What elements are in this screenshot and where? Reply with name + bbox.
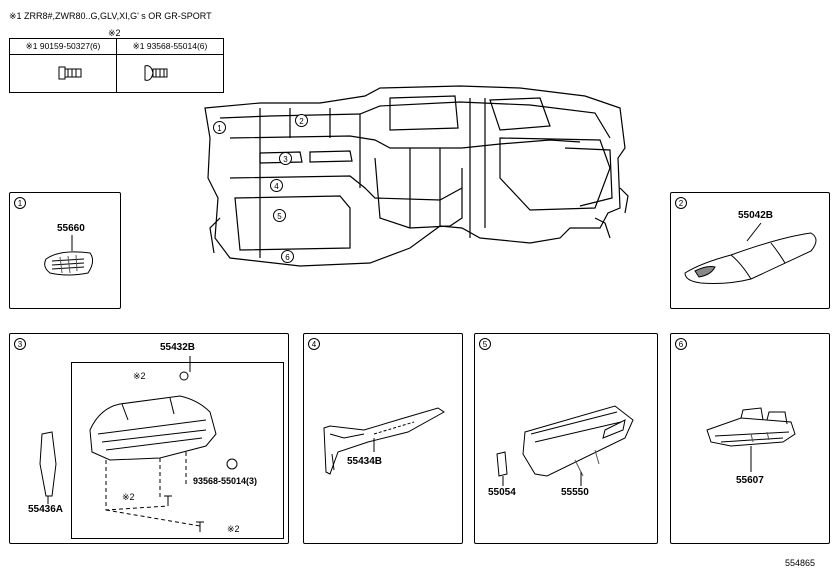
callout-4: 4: [270, 179, 283, 192]
mark-2-top: ※2: [133, 371, 146, 381]
panel-4: 4 55434B: [303, 333, 463, 544]
lower-panel-drawing: [39, 356, 238, 532]
legend-mark: ※2: [108, 28, 121, 38]
panel-6-badge: 6: [675, 338, 687, 350]
callout-6: 6: [281, 250, 294, 263]
part-number-55434B: 55434B: [347, 456, 383, 467]
bracket-drawing: [706, 407, 796, 472]
panel-1-badge: 1: [14, 197, 26, 209]
callout-1: 1: [213, 121, 226, 134]
legend-bolt-label: ※1 90159-50327(6): [10, 39, 116, 55]
panel-4-badge: 4: [308, 338, 320, 350]
panel-2: 2 55042B: [670, 192, 830, 309]
cover-drawing: [684, 222, 817, 284]
instrument-panel-assembly-drawing: [204, 85, 629, 267]
part-number-55550: 55550: [561, 487, 589, 498]
legend-screw-label: ※1 93568-55014(6): [117, 39, 223, 55]
part-number-55660: 55660: [57, 223, 85, 234]
fastener-legend: ※1 90159-50327(6) ※1 93568-55014(6): [9, 38, 224, 93]
panel-6: 6 55607: [670, 333, 830, 544]
vent-duct-drawing: [44, 235, 94, 276]
part-number-55432B: 55432B: [160, 342, 196, 353]
fastener-93568-55014: 93568-55014(3): [193, 476, 258, 486]
screw-icon: [144, 65, 168, 81]
legend-cell-bolt: ※1 90159-50327(6): [10, 39, 117, 92]
callout-5: 5: [273, 209, 286, 222]
legend-cell-screw: ※1 93568-55014(6): [117, 39, 223, 92]
panel-3-inner-frame: [71, 362, 284, 539]
panel-1: 1 55660: [9, 192, 121, 309]
side-cover-drawing: [323, 407, 445, 475]
callout-2: 2: [295, 114, 308, 127]
mark-2-middle: ※2: [122, 492, 135, 502]
panel-3-badge: 3: [14, 338, 26, 350]
callout-3: 3: [279, 152, 292, 165]
part-number-55607: 55607: [736, 475, 764, 486]
panel-2-badge: 2: [675, 197, 687, 209]
mark-2-bottom: ※2: [227, 524, 240, 534]
bolt-icon: [58, 66, 82, 80]
glove-box-drawing: [496, 405, 634, 486]
figure-id: 554865: [785, 558, 816, 568]
part-number-55054: 55054: [488, 487, 516, 498]
panel-5: 5 55054 55550: [474, 333, 658, 544]
panel-3: 3 55432B ※2 93568-55014(3) ※2 ※2 55436A: [9, 333, 289, 544]
applicability-note: ※1 ZRR8#,ZWR80..G,GLV,XI,G' s OR GR-SPOR…: [9, 11, 212, 21]
panel-5-badge: 5: [479, 338, 491, 350]
part-number-55042B: 55042B: [738, 210, 774, 221]
part-number-55436A: 55436A: [28, 504, 64, 515]
